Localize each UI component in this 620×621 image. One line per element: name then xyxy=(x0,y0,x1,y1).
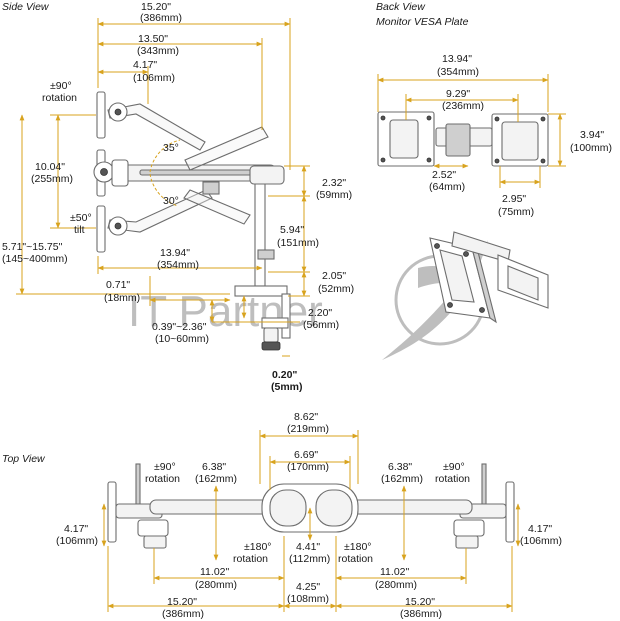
top-dim-1102-right-mm: (280mm) xyxy=(375,579,417,591)
side-dim-1350-mm: (343mm) xyxy=(137,45,179,57)
side-dim-594: 5.94" xyxy=(280,224,304,236)
top-dim-638-left-mm: (162mm) xyxy=(195,473,237,485)
top-dim-425: 4.25" xyxy=(296,581,320,593)
top-dim-638-left: 6.38" xyxy=(202,461,226,473)
top-rot-left-label: rotation xyxy=(145,473,180,485)
top-dim-1520-left-mm: (386mm) xyxy=(162,608,204,620)
top-dim-417-left: 4.17" xyxy=(64,523,88,535)
side-angle-35: 35° xyxy=(163,142,179,154)
back-dim-929: 9.29" xyxy=(446,88,470,100)
side-dim-039-mm: (10~60mm) xyxy=(155,333,209,345)
side-dim-1520-mm: (386mm) xyxy=(140,12,182,24)
side-dim-417-mm: (106mm) xyxy=(133,72,175,84)
back-view-title: Back View xyxy=(376,1,426,13)
top-dim-417-right: 4.17" xyxy=(528,523,552,535)
side-dim-1004: 10.04" xyxy=(35,161,65,173)
back-dim-929-mm: (236mm) xyxy=(442,100,484,112)
top-rot-right-value: ±90° xyxy=(443,461,465,473)
side-dim-220: 2.20" xyxy=(308,307,332,319)
top-view-title: Top View xyxy=(2,453,46,465)
top-rot180-right-value: ±180° xyxy=(344,541,371,553)
side-tilt-value: ±50° xyxy=(70,212,92,224)
back-dim-394-mm: (100mm) xyxy=(570,142,612,154)
side-dim-205: 2.05" xyxy=(322,270,346,282)
back-dim-252-mm: (64mm) xyxy=(429,181,465,193)
side-view-title: Side View xyxy=(2,1,50,13)
top-dim-441: 4.41" xyxy=(296,541,320,553)
top-rot180-left-value: ±180° xyxy=(244,541,271,553)
top-dim-1520-right: 15.20" xyxy=(405,596,435,608)
top-rot-left-value: ±90° xyxy=(154,461,176,473)
back-dim-295-mm: (75mm) xyxy=(498,206,534,218)
top-dim-669: 6.69" xyxy=(294,449,318,461)
side-dim-205-mm: (52mm) xyxy=(318,283,354,295)
top-dim-417-left-mm: (106mm) xyxy=(56,535,98,547)
top-dim-417-right-mm: (106mm) xyxy=(520,535,562,547)
back-dim-394: 3.94" xyxy=(580,129,604,141)
back-dim-1394: 13.94" xyxy=(442,53,472,65)
side-dim-1350: 13.50" xyxy=(138,33,168,45)
top-dim-1102-right: 11.02" xyxy=(380,566,409,578)
side-dim-232-mm: (59mm) xyxy=(316,189,352,201)
side-tilt-label: tilt xyxy=(74,224,85,236)
back-dim-252: 2.52" xyxy=(432,169,456,181)
side-dim-571-mm: (145~400mm) xyxy=(2,253,68,265)
top-dim-862-mm: (219mm) xyxy=(287,423,329,435)
top-dim-1520-left: 15.20" xyxy=(167,596,197,608)
side-dim-1394-mm: (354mm) xyxy=(157,259,199,271)
side-angle-30: 30° xyxy=(163,195,179,207)
top-rot180-right-label: rotation xyxy=(338,553,373,565)
top-dim-441-mm: (112mm) xyxy=(289,553,330,565)
top-dim-1102-left: 11.02" xyxy=(200,566,229,578)
top-dim-638-right: 6.38" xyxy=(388,461,412,473)
top-dim-425-mm: (108mm) xyxy=(287,593,329,605)
back-dim-1394-mm: (354mm) xyxy=(437,66,479,78)
vesa-plate-3d-drawing xyxy=(429,231,549,324)
side-dim-220-mm: (56mm) xyxy=(303,319,339,331)
side-dim-020: 0.20" xyxy=(272,369,297,381)
side-dim-039: 0.39"~2.36" xyxy=(152,321,207,333)
side-rotation-label: rotation xyxy=(42,92,77,104)
side-view-arm-drawing xyxy=(93,91,291,351)
top-rot-right-label: rotation xyxy=(435,473,470,485)
top-dim-669-mm: (170mm) xyxy=(287,461,329,473)
side-dim-232: 2.32" xyxy=(322,177,346,189)
top-dim-638-right-mm: (162mm) xyxy=(381,473,423,485)
side-view-dimensions: 15.20" (386mm) 13.50" (343mm) 4.17" (106… xyxy=(2,1,354,393)
side-dim-020-mm: (5mm) xyxy=(271,381,303,393)
side-dim-1520: 15.20" xyxy=(141,1,171,13)
top-dim-862: 8.62" xyxy=(294,411,318,423)
top-dim-1520-right-mm: (386mm) xyxy=(400,608,442,620)
side-dim-571: 5.71"~15.75" xyxy=(2,241,63,253)
top-rot180-left-label: rotation xyxy=(233,553,268,565)
back-view-subtitle: Monitor VESA Plate xyxy=(376,16,469,28)
side-rotation-value: ±90° xyxy=(50,80,72,92)
back-dim-295: 2.95" xyxy=(502,193,526,205)
side-dim-071-mm: (18mm) xyxy=(104,292,140,304)
side-dim-1004-mm: (255mm) xyxy=(31,173,73,185)
back-view-drawing xyxy=(377,111,549,167)
side-dim-1394: 13.94" xyxy=(160,247,190,259)
side-dim-594-mm: (151mm) xyxy=(277,237,319,249)
top-view-dimensions: 8.62" (219mm) 6.69" (170mm) ±90° rotatio… xyxy=(56,411,562,620)
side-dim-417: 4.17" xyxy=(133,59,157,71)
top-dim-1102-left-mm: (280mm) xyxy=(195,579,237,591)
back-view-dimensions: 13.94" (354mm) 9.29" (236mm) 3.94" (100m… xyxy=(377,53,612,218)
side-dim-071: 0.71" xyxy=(106,279,130,291)
